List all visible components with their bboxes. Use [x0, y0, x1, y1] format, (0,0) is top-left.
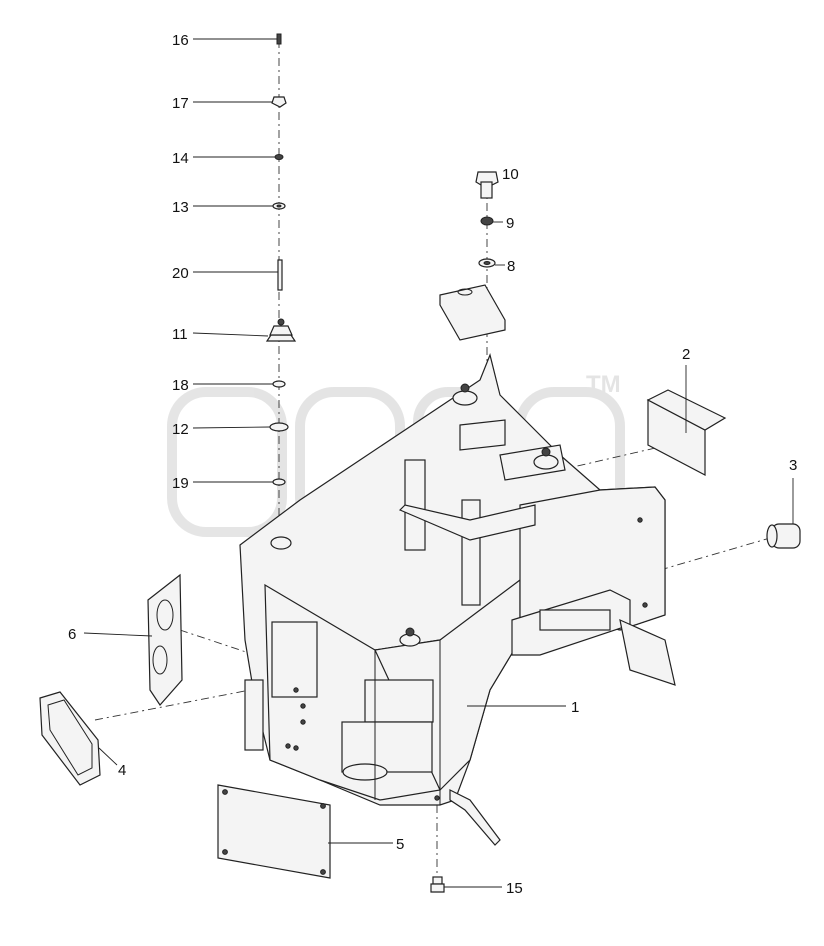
part-12-washer: [269, 422, 289, 432]
leader-lines: [83, 38, 794, 888]
part-11-mount: [265, 318, 297, 342]
part-14-washer: [274, 154, 284, 160]
center-line-4: [94, 689, 251, 721]
main-frame: [239, 353, 676, 846]
callout-12: 12: [172, 421, 189, 438]
callout-8: 8: [507, 258, 515, 275]
callout-15: 15: [506, 880, 523, 897]
part-8-washer: [478, 258, 496, 268]
part-3-bushing: [766, 523, 801, 549]
callout-16: 16: [172, 32, 189, 49]
part-4-boot: [39, 691, 101, 786]
callout-4: 4: [118, 762, 126, 779]
callout-11: 11: [172, 326, 188, 343]
callout-3: 3: [789, 457, 797, 474]
part-16-screw: [276, 33, 282, 45]
center-line-3: [659, 537, 771, 571]
callout-9: 9: [506, 215, 514, 232]
callout-14: 14: [172, 150, 189, 167]
part-6-gasket: [147, 573, 183, 706]
part-5-cover: [217, 784, 331, 879]
part-13-washer: [272, 202, 286, 210]
part-10-bolt: [475, 171, 499, 199]
callout-13: 13: [172, 199, 189, 216]
part-9-nut: [480, 216, 494, 226]
callout-2: 2: [682, 346, 690, 363]
callout-18: 18: [172, 377, 189, 394]
callout-19: 19: [172, 475, 189, 492]
part-15-bolt: [430, 876, 445, 893]
bracket: [439, 284, 506, 341]
part-17-nut: [271, 96, 287, 108]
watermark-tm: TM: [586, 371, 621, 398]
part-18-washer: [272, 380, 286, 388]
part-19-washer: [272, 478, 286, 486]
callout-labels: 16 17 14 13 20 11 18 12 19 10 9 8 2 3 6 …: [68, 32, 797, 897]
callout-17: 17: [172, 95, 189, 112]
part-20-bolt: [277, 259, 283, 291]
callout-10: 10: [502, 166, 519, 183]
callout-6: 6: [68, 626, 76, 643]
callout-1: 1: [571, 699, 579, 716]
callout-5: 5: [396, 836, 404, 853]
part-2-box: [646, 389, 727, 476]
callout-20: 20: [172, 265, 189, 282]
center-line-6: [179, 629, 256, 656]
